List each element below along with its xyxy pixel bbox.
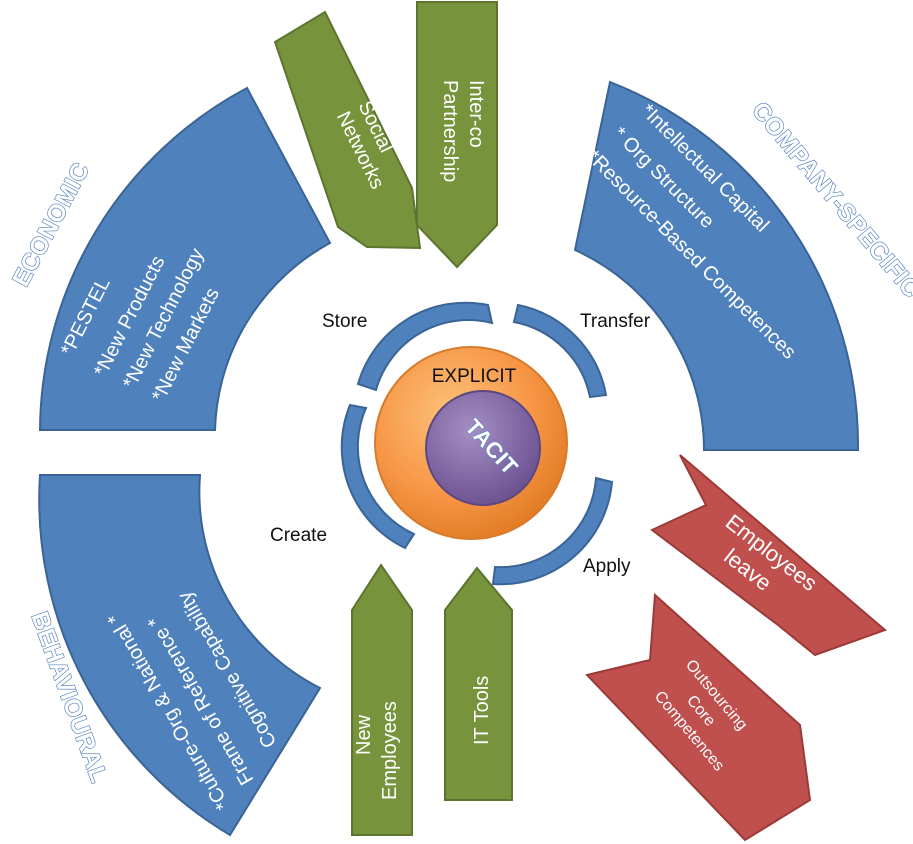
interco-partnership-label: Inter-co Partnership	[439, 80, 487, 182]
new-employees-arrow	[351, 563, 413, 836]
cycle-arcs	[340, 301, 614, 586]
create-label: Create	[270, 525, 327, 546]
explicit-label: EXPLICIT	[432, 366, 517, 387]
apply-arc	[491, 476, 614, 586]
it-tools-arrow	[444, 566, 513, 801]
behavioural-arc	[38, 474, 322, 837]
new-employees-label: New Employees	[353, 701, 401, 800]
economic-arc	[38, 86, 332, 431]
it-tools-label: IT Tools	[471, 676, 493, 745]
interco-partnership-arrow	[416, 1, 498, 269]
social-networks-arrow	[273, 10, 422, 250]
transfer-label: Transfer	[580, 311, 651, 332]
create-arc	[340, 403, 416, 550]
transfer-arc	[512, 303, 608, 399]
store-label: Store	[322, 311, 367, 332]
company-specific-arc	[573, 80, 860, 451]
employees-leave-arrow	[650, 454, 887, 657]
apply-label: Apply	[583, 556, 631, 577]
tacit-circle	[425, 390, 541, 506]
store-arc	[356, 301, 494, 392]
outsourcing-arrow	[585, 592, 812, 842]
